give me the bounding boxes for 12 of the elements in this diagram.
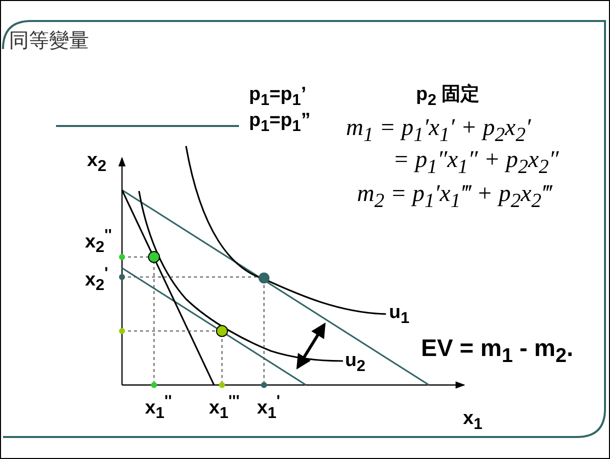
price-condition: p$_{2}$ 固定: [416, 85, 480, 110]
axis-label: x$_{2}$: [87, 151, 106, 176]
equation: = p$_{1}$″x$_{1}$″ + p$_{2}$x$_{2}$″: [393, 147, 559, 178]
equation: m$_{1}$ = p$_{1}$′x$_{1}$′ + p$_{2}$x$_{2}$′: [346, 115, 531, 146]
price-condition: p$_{1}$=p$_{1}$’: [249, 85, 306, 110]
price-condition: p$_{1}$=p$_{1}$”: [249, 111, 310, 136]
axis-label: u$_{2}$: [345, 351, 366, 376]
formula: EV = m$_{1}$ - m$_{2}$.: [421, 336, 574, 367]
equation: m$_{2}$ = p$_{1}$′x$_{1}$‴ + p$_{2}$x$_{2}$‴: [357, 181, 552, 212]
axis-label: u$_{1}$: [389, 303, 410, 328]
axis-label: x$_{1}$: [463, 409, 482, 434]
slide-title: 同等變量: [9, 29, 89, 54]
